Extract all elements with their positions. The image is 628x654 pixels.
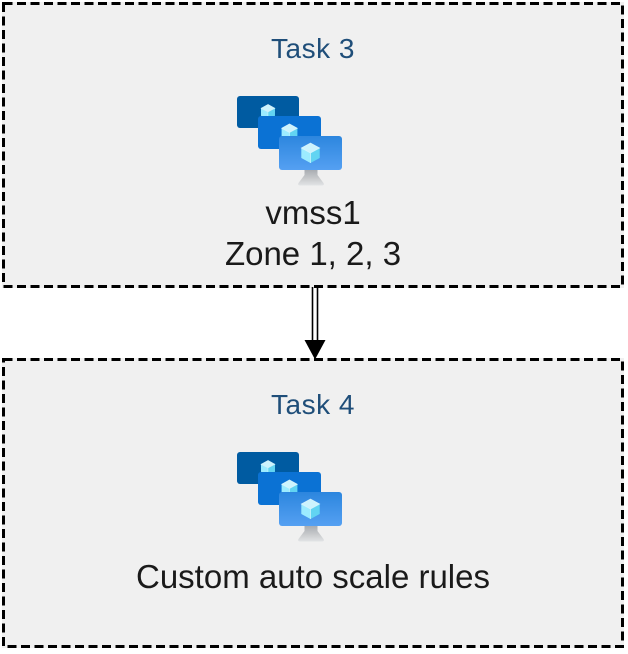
down-arrow-connector [304,287,326,360]
task-3-title: Task 3 [271,33,355,64]
vm-scale-sets-icon [236,452,342,542]
zones-label: Zone 1, 2, 3 [224,235,402,272]
task-3-caption: vmss1 Zone 1, 2, 3 [225,192,401,274]
vmss-name-label: vmss1 [265,194,361,231]
task-4-title: Task 4 [271,389,355,420]
task-4-caption: Custom auto scale rules [136,556,490,597]
autoscale-rules-label: Custom auto scale rules [136,558,490,595]
task-3-box: Task 3 vmss1 Zone 1, 2, 3 [2,2,624,288]
vm-scale-sets-icon [236,96,342,186]
task-4-box: Task 4 Custom auto scale rules [2,358,624,648]
